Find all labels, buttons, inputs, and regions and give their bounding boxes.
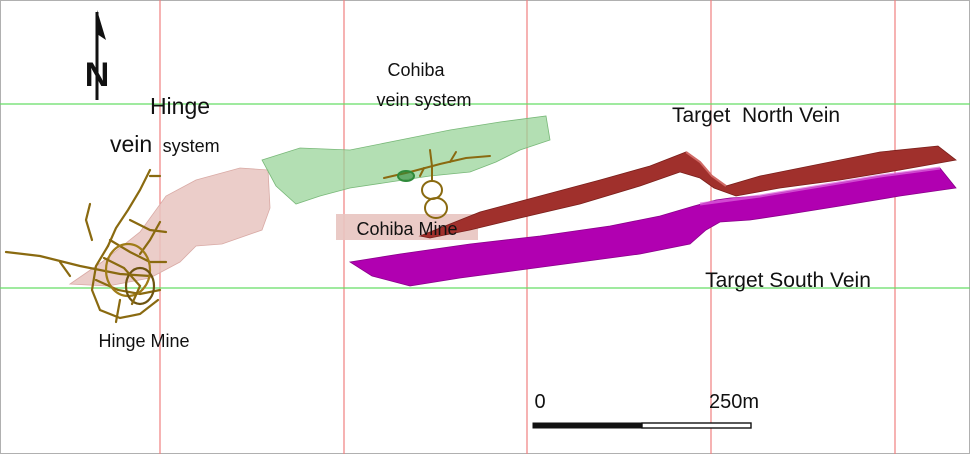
cohiba-vein-system-label-line1: Cohiba (387, 60, 445, 80)
hinge-vein-surface (68, 167, 271, 287)
scale-bar-segment-1 (532, 422, 643, 429)
target-south-vein-highlight (699, 166, 941, 206)
hinge-mine-label: Hinge Mine (98, 331, 189, 351)
north-arrow-label: N (85, 56, 110, 94)
target-north-vein-label: Target North Vein (672, 104, 840, 127)
target-north-vein-surface (418, 145, 957, 239)
scale-bar-segment-2 (641, 422, 752, 429)
hinge-mine-workings (4, 168, 168, 324)
scale-bar-end-label: 250m (709, 391, 759, 413)
hinge-system-word: system (163, 136, 220, 156)
hinge-vein-system-label-line2: vein system (110, 131, 220, 157)
cohiba-vein-surface (261, 115, 551, 205)
scale-bar: 0 250m (532, 391, 759, 429)
target-north-vein-edge (685, 151, 727, 187)
scale-bar-start-label: 0 (534, 391, 545, 413)
target-south-vein-surface (348, 167, 957, 287)
grid-horizontal (0, 103, 970, 289)
cohiba-mine-workings (383, 149, 491, 219)
target-south-vein-label: Target South Vein (705, 269, 871, 292)
north-arrow: N (85, 10, 110, 100)
cohiba-mine-label: Cohiba Mine (356, 219, 457, 239)
hinge-vein-word: vein (110, 131, 152, 157)
north-arrow-head (97, 10, 106, 40)
cohiba-vein-system-label-line2: vein system (376, 90, 471, 110)
hinge-vein-system-label-line1: Hinge (150, 93, 210, 119)
